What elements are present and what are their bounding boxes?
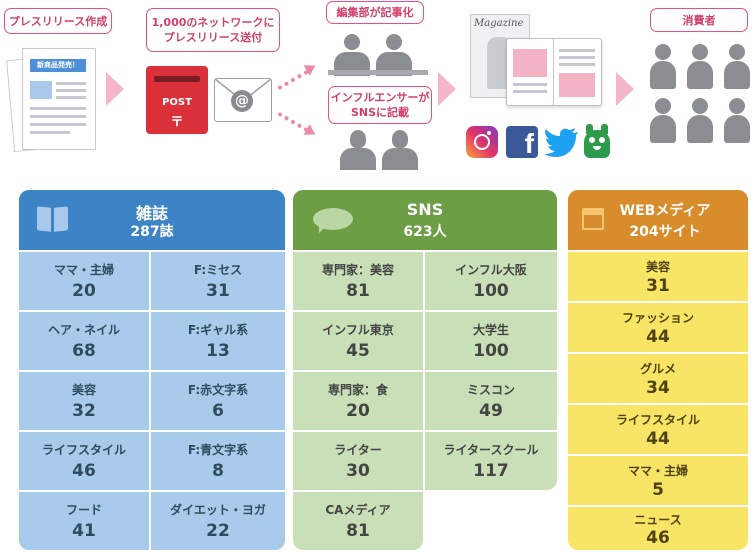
flow-arrow-3 [616,72,634,106]
magazine-count: 287誌 [130,224,174,240]
consumers-group-icon [648,44,752,146]
flow-arrow-1 [106,72,124,106]
mail-icon: @ [214,78,272,122]
browser-window-icon [582,208,604,230]
influencers-icon [332,126,432,170]
post-label: POST [162,97,192,108]
twitter-icon [544,128,580,158]
step-send-line1: 1,000のネットワークに [151,16,275,29]
magazine-title: Magazine [474,18,524,29]
magazine-title: 雑誌 [135,204,168,223]
flow-arrow-2 [438,72,456,106]
web-media-header: WEBメディア 204サイト [568,190,748,250]
magazine-header: 雑誌 287誌 [19,190,285,250]
step-send-label: 1,000のネットワークに プレスリリース送付 [146,8,280,52]
dotted-line-down [277,111,309,133]
step-press-release-label: プレスリリース作成 [4,8,112,34]
post-box: POST 〒 [146,66,208,134]
web-media-title: WEBメディア [619,203,711,219]
facebook-icon: f [506,126,538,158]
sns-title: SNS [406,200,444,219]
step-influencer-label: インフルエンサーが SNSに記載 [328,86,432,124]
instagram-icon [466,126,498,158]
mail-at-symbol: @ [231,90,253,112]
sns-header: SNS 623人 [293,190,557,250]
step-consumer-label: 消費者 [650,8,748,32]
web-media-count: 204サイト [629,224,701,240]
step-influencer-line2: SNSに記載 [350,106,410,119]
sns-count: 623人 [403,224,447,240]
step-influencer-line1: インフルエンサーが [330,91,430,104]
doc-badge: 新商品発売！ [30,59,86,72]
dotted-line-up [277,69,309,91]
step-editorial-label: 編集部が記事化 [326,1,424,24]
line-mascot-icon [584,124,610,158]
step-send-line2: プレスリリース送付 [163,31,263,44]
post-mark-icon: 〒 [170,115,184,130]
editors-icon [328,30,428,78]
